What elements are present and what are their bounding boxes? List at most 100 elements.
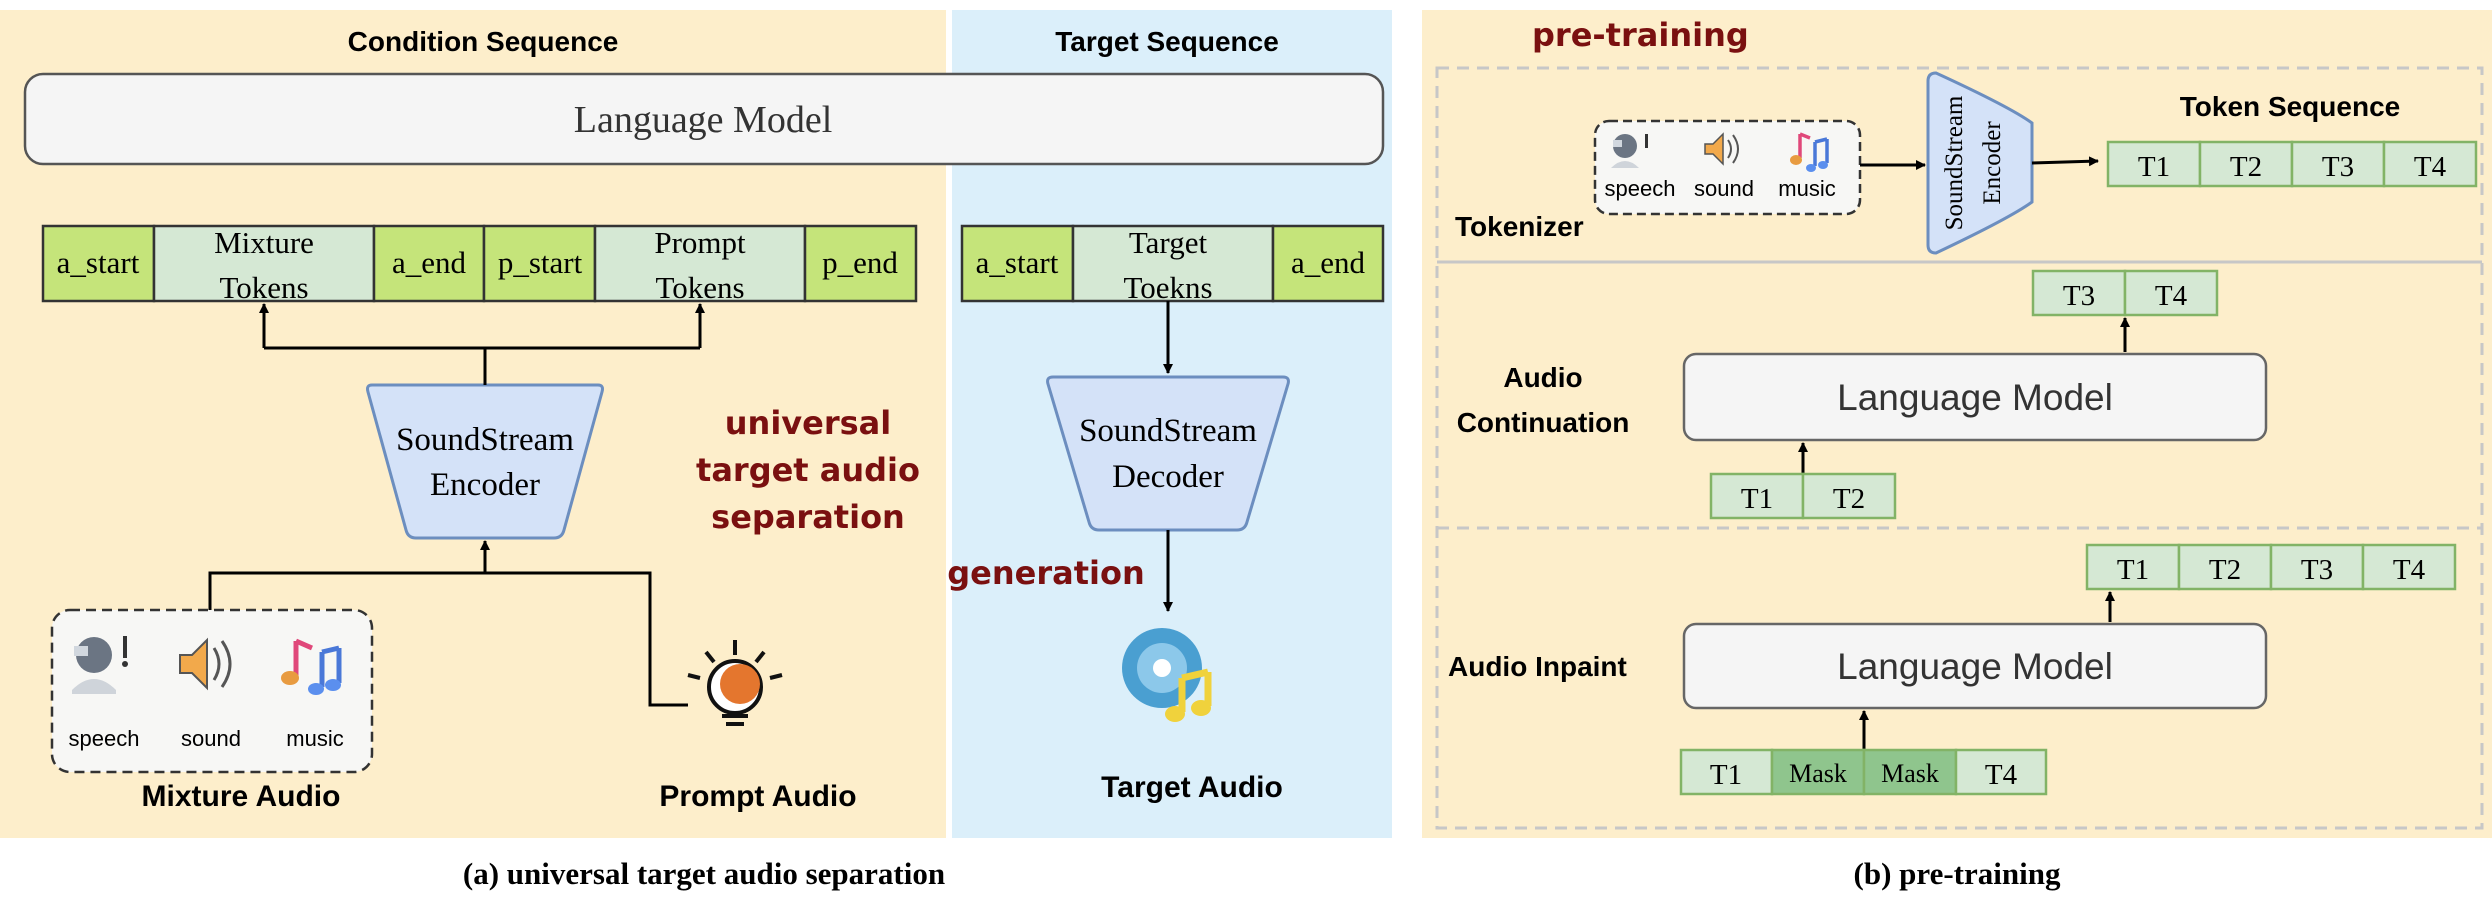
token-p-end-label: p_end	[822, 245, 898, 280]
mixture-audio-label: Mixture Audio	[142, 780, 341, 813]
cont-input-label: T2	[1833, 483, 1865, 515]
encoder-to-sequence-arrow	[2031, 156, 2099, 167]
soundstream-decoder-shape	[1046, 375, 1290, 532]
pretraining-dashed-frame	[1435, 66, 2484, 830]
inpaint-output-label: T3	[2301, 554, 2333, 586]
token-a-end	[372, 224, 486, 303]
target-token-target-label-2: Toekns	[1123, 270, 1212, 305]
encoder-label-1: SoundStream	[396, 422, 574, 458]
encoder-output-arrows	[259, 303, 705, 385]
cont-input-token	[1801, 472, 1897, 520]
seq-token	[2106, 140, 2202, 188]
seq-token-label: T1	[2138, 151, 2170, 183]
token-a-end-label: a_end	[392, 245, 467, 280]
token-mixture-label-1: Mixture	[214, 225, 314, 260]
inpaint-label: Audio Inpaint	[1448, 651, 1627, 682]
continuation-label-2: Continuation	[1457, 407, 1630, 438]
seq-token	[2382, 140, 2478, 188]
seq-token-label: T4	[2414, 151, 2447, 183]
tok-encoder-label-1: SoundStream	[1941, 95, 1968, 230]
encoder-label-2: Encoder	[430, 467, 540, 503]
target-audio-icon	[1122, 628, 1212, 722]
cont-output-token	[2123, 269, 2219, 317]
music-icon	[281, 638, 342, 695]
tok-sound-label: sound	[1694, 176, 1754, 201]
token-p-start-label: p_start	[498, 245, 583, 280]
token-prompt-label-1: Prompt	[654, 225, 746, 260]
task-label-2: target audio	[696, 451, 920, 489]
mix-speech-label: speech	[69, 726, 140, 751]
cont-output-token	[2031, 269, 2127, 317]
token-p-start	[482, 224, 597, 303]
token-p-end	[803, 224, 918, 303]
tok-speech-icon	[1611, 134, 1648, 168]
token-mixture-label-2: Tokens	[219, 270, 308, 305]
prompt-audio-label: Prompt Audio	[659, 780, 856, 813]
inpaint-input-label: T1	[1710, 759, 1742, 791]
inpaint-output-label: T4	[2393, 554, 2426, 586]
task-label-1: universal	[725, 404, 891, 442]
inpaint-mask-token	[1770, 748, 1866, 796]
condition-token-row	[41, 224, 918, 303]
token-sequence-label: Token Sequence	[2180, 91, 2400, 122]
token-sequence-row	[2106, 140, 2478, 188]
cont-output-label: T3	[2063, 280, 2095, 312]
cont-input-row	[1709, 472, 1897, 520]
lightbulb-glow	[720, 664, 760, 704]
mix-sound-label: sound	[181, 726, 241, 751]
cont-output-row	[2031, 269, 2219, 317]
inpaint-output-label: T1	[2117, 554, 2149, 586]
language-model-box	[23, 72, 1385, 166]
cont-output-label: T4	[2155, 280, 2188, 312]
sound-icon	[179, 637, 232, 691]
decoder-label-1: SoundStream	[1079, 413, 1257, 449]
inpaint-language-model-box	[1682, 622, 2268, 710]
language-model-label: Language Model	[574, 99, 833, 141]
pretraining-title: pre-training	[1532, 16, 1749, 54]
inpaint-mask-token	[1862, 748, 1958, 796]
mix-music-label: music	[286, 726, 343, 751]
target-token-row	[960, 224, 1385, 303]
target-token-target-label-1: Target	[1129, 225, 1208, 260]
tokenizer-label: Tokenizer	[1455, 211, 1584, 242]
inpaint-input-label: T4	[1985, 759, 2018, 791]
inpaint-output-token	[2361, 543, 2457, 591]
continuation-label-1: Audio	[1503, 362, 1582, 393]
speech-icon	[72, 636, 128, 694]
inpaint-output-row	[2085, 543, 2457, 591]
token-a-start-label: a_start	[57, 245, 140, 280]
task-label-3: separation	[711, 498, 905, 536]
token-prompt	[593, 224, 807, 303]
seq-token-label: T3	[2322, 151, 2354, 183]
generation-label: generation	[947, 554, 1145, 592]
soundstream-encoder-shape	[366, 383, 604, 540]
mixture-audio-box	[50, 608, 374, 774]
tok-music-icon	[1790, 132, 1829, 172]
tok-music-label: music	[1778, 176, 1835, 201]
tok-encoder-label-2: Encoder	[1979, 121, 2006, 205]
cont-language-model-box	[1682, 352, 2268, 442]
caption-a: (a) universal target audio separation	[463, 856, 945, 891]
token-mixture	[152, 224, 376, 303]
tok-sound-icon	[1704, 132, 1739, 166]
target-audio-label: Target Audio	[1101, 771, 1283, 804]
target-token-a-start-label: a_start	[976, 245, 1059, 280]
inpaint-input-row	[1679, 748, 2048, 796]
inpaint-mask-label: Mask	[1881, 759, 1939, 788]
tok-speech-label: speech	[1605, 176, 1676, 201]
inpaint-language-model-label: Language Model	[1837, 646, 2113, 687]
tokenizer-audio-box	[1593, 119, 1862, 216]
target-token-a-end	[1271, 224, 1385, 303]
token-prompt-label-2: Tokens	[655, 270, 744, 305]
inpaint-mask-label: Mask	[1789, 759, 1847, 788]
inpaint-output-label: T2	[2209, 554, 2241, 586]
seq-token-label: T2	[2230, 151, 2262, 183]
inpaint-input-token	[1954, 748, 2048, 796]
target-token-a-end-label: a_end	[1291, 245, 1366, 280]
tokenizer-encoder-shape	[1926, 71, 2034, 255]
target-sequence-title: Target Sequence	[1055, 26, 1279, 57]
cont-input-label: T1	[1741, 483, 1773, 515]
caption-b: (b) pre-training	[1854, 856, 2061, 891]
decoder-label-2: Decoder	[1112, 459, 1224, 495]
